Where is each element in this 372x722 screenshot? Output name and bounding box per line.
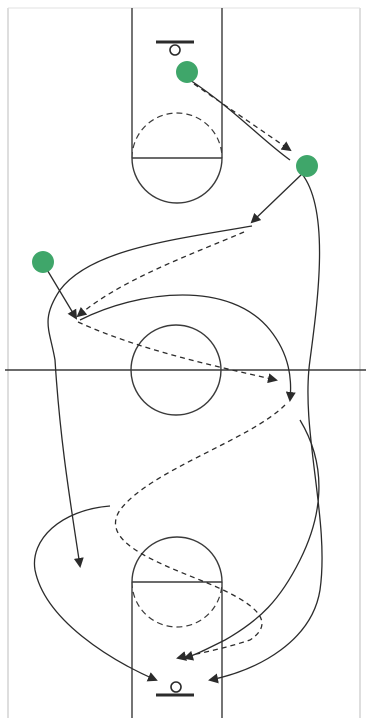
- weave-path-right: [208, 173, 323, 684]
- cut-path-5: [183, 419, 320, 661]
- weave-path-left: [47, 225, 253, 568]
- pass-path-3: [77, 321, 278, 384]
- bottom-basket: [156, 681, 194, 697]
- drill-paths: [33, 79, 323, 684]
- cut-path-4: [33, 505, 158, 682]
- loop-path: [79, 294, 296, 402]
- cut-path-3: [45, 267, 78, 320]
- bottom-key: [131, 536, 223, 718]
- cut-path-2: [250, 173, 303, 224]
- player-1: [176, 61, 198, 83]
- center-circle: [130, 324, 222, 416]
- player-3: [32, 251, 54, 273]
- cut-path-1: [189, 79, 291, 161]
- pass-path-4: [114, 404, 286, 661]
- pass-path-2: [76, 231, 245, 318]
- top-basket: [156, 40, 194, 56]
- player-2: [296, 155, 318, 177]
- top-key: [131, 8, 223, 204]
